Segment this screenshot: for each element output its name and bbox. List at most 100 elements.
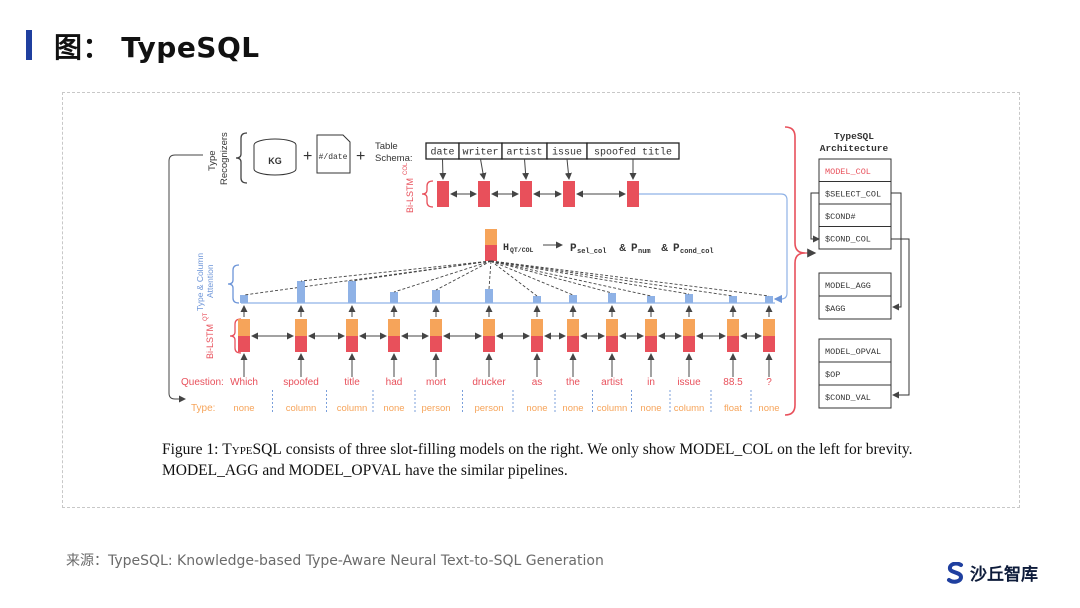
kg-cylinder-body xyxy=(253,145,297,176)
question-lstm-bottom-2 xyxy=(346,336,358,352)
attention-bar-6 xyxy=(533,296,541,303)
question-token-0: Which xyxy=(230,377,258,388)
question-lstm-top-9 xyxy=(645,319,657,336)
select-to-agg-connector xyxy=(891,192,902,311)
attention-dashed-8 xyxy=(490,260,613,294)
type-token-12: none xyxy=(758,403,779,414)
model-opval-row-0: MODEL_OPVAL xyxy=(825,347,881,357)
model-agg-row-1: $AGG xyxy=(825,304,845,314)
caption-model-col: MODEL_COL xyxy=(679,441,774,458)
question-token-1: spoofed xyxy=(283,377,319,388)
brand-name: 沙丘智库 xyxy=(970,565,1038,585)
attention-label-2: Attention xyxy=(205,264,215,298)
question-lstm-bottom-5 xyxy=(483,336,495,352)
question-token-5: drucker xyxy=(472,377,506,388)
attention-dashed-3 xyxy=(393,260,492,293)
attention-bar-8 xyxy=(608,293,616,303)
question-token-12: ? xyxy=(766,377,772,388)
attention-dashed-11 xyxy=(490,260,734,297)
question-lstm-bottom-4 xyxy=(430,336,442,352)
question-lstm-top-6 xyxy=(531,319,543,336)
question-lstm-top-8 xyxy=(606,319,618,336)
h-cell-top xyxy=(485,229,497,245)
column-to-lstm-arrow-1 xyxy=(479,158,487,180)
column-lstm-cell-3 xyxy=(563,181,575,207)
column-lstm-cell-1 xyxy=(478,181,490,207)
attention-bar-11 xyxy=(729,296,737,303)
question-lstm-bottom-11 xyxy=(727,336,739,352)
type-token-2: column xyxy=(337,403,368,414)
type-token-1: column xyxy=(286,403,317,414)
column-lstm-cell-2 xyxy=(520,181,532,207)
attention-dashed-5 xyxy=(488,260,492,290)
column-to-lstm-arrow-2 xyxy=(522,158,530,180)
question-lstm-top-12 xyxy=(763,319,775,336)
bilstm-qt-label: Bi-LSTM xyxy=(205,324,215,359)
question-lstm-bottom-7 xyxy=(567,336,579,352)
source-citation: 来源：TypeSQL: Knowledge-based Type-Aware N… xyxy=(66,553,604,569)
attention-brace xyxy=(227,264,240,304)
question-lstm-bottom-10 xyxy=(683,336,695,352)
column-label-3: issue xyxy=(552,147,582,159)
question-token-6: as xyxy=(532,377,543,388)
page-title: 图： TypeSQL xyxy=(54,31,260,64)
type-token-9: none xyxy=(640,403,661,414)
column-label-1: writer xyxy=(462,147,498,159)
question-label: Question: xyxy=(181,377,224,388)
model-opval-row-2: $COND_VAL xyxy=(825,393,871,403)
attention-bar-10 xyxy=(685,294,693,303)
type-token-10: column xyxy=(674,403,705,414)
model-agg-row-0: MODEL_AGG xyxy=(825,281,871,291)
amp-2: & xyxy=(661,243,668,254)
caption-model-agg: MODEL_AGG xyxy=(162,462,259,479)
type-token-3: none xyxy=(383,403,404,414)
column-label-2: artist xyxy=(506,147,542,159)
brand-s-icon xyxy=(947,561,964,584)
attention-bar-12 xyxy=(765,296,773,303)
attention-bar-3 xyxy=(390,292,398,303)
question-token-3: had xyxy=(386,377,403,388)
type-token-6: none xyxy=(526,403,547,414)
type-recognizers-brace xyxy=(235,132,248,184)
bilstm-qt-brace xyxy=(229,318,242,354)
caption-model-opval: MODEL_OPVAL xyxy=(288,462,402,479)
question-lstm-top-7 xyxy=(567,319,579,336)
column-to-lstm-arrow-3 xyxy=(564,158,572,180)
h-label: H xyxy=(503,243,509,254)
question-token-4: mort xyxy=(426,377,446,388)
h-sub: QT/COL xyxy=(510,247,534,254)
type-recognizers-label-1: Type xyxy=(207,150,218,171)
question-lstm-top-10 xyxy=(683,319,695,336)
question-lstm-top-2 xyxy=(346,319,358,336)
h-cell-bottom xyxy=(485,245,497,261)
bilstm-col-label: Bi-LSTM xyxy=(405,178,415,213)
caption-typesql: TypeSQL xyxy=(222,441,282,458)
model-col-row-1: $SELECT_COL xyxy=(825,189,881,199)
attention-bar-9 xyxy=(647,296,655,303)
plus-sign-2: + xyxy=(356,148,365,165)
question-lstm-bottom-8 xyxy=(606,336,618,352)
type-token-7: none xyxy=(562,403,583,414)
p-sel-sub: sel_col xyxy=(577,248,606,256)
bilstm-col-brace xyxy=(421,180,434,208)
caption-text-4: have the similar pipelines. xyxy=(401,462,568,479)
type-token-5: person xyxy=(474,403,503,414)
bilstm-col-sup: COL xyxy=(403,162,409,175)
caption-text-3: and xyxy=(258,462,289,479)
figure-caption: Figure 1: TypeSQL consists of three slot… xyxy=(162,439,942,481)
attention-bar-4 xyxy=(432,290,440,303)
attention-bar-7 xyxy=(569,295,577,303)
question-lstm-bottom-0 xyxy=(238,336,250,352)
attention-dashed-12 xyxy=(490,260,770,297)
question-lstm-bottom-1 xyxy=(295,336,307,352)
model-col-row-2: $COND# xyxy=(825,212,856,222)
question-lstm-top-3 xyxy=(388,319,400,336)
brand-logo: 沙丘智库 xyxy=(946,560,1038,585)
bilstm-qt-sup: QT xyxy=(203,312,209,321)
column-to-lstm-arrow-0 xyxy=(439,158,447,180)
question-lstm-top-11 xyxy=(727,319,739,336)
question-token-7: the xyxy=(566,377,580,388)
caption-figure-label: Figure 1: xyxy=(162,441,223,458)
date-document-icon xyxy=(316,134,351,174)
